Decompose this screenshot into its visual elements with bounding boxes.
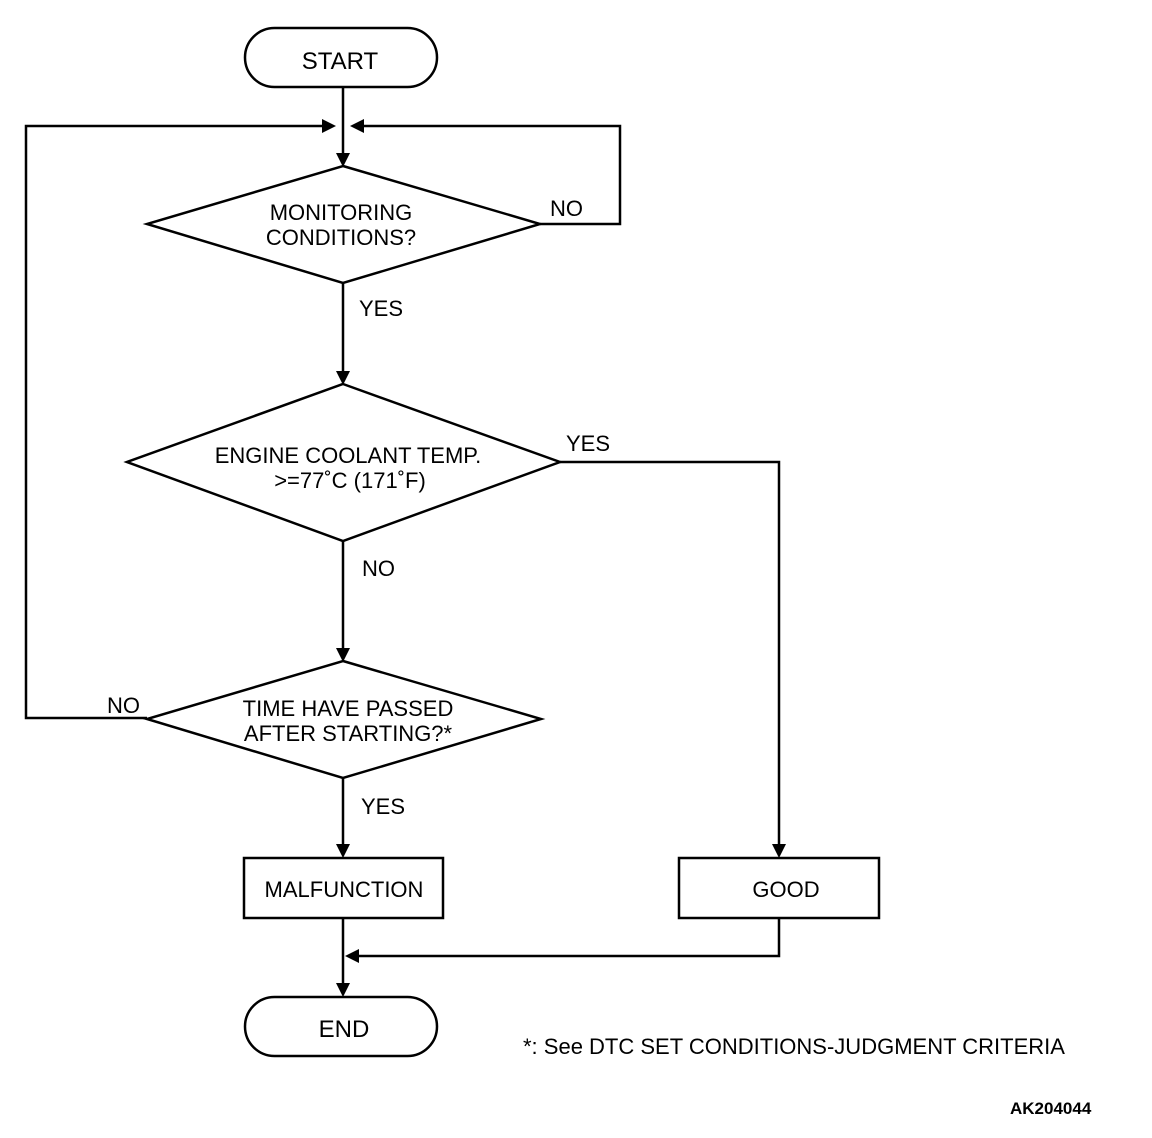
edge-label-coolant-no: NO xyxy=(362,556,395,581)
coolant-label-line1: ENGINE COOLANT TEMP. xyxy=(215,443,482,468)
figure-code: AK204044 xyxy=(1010,1099,1092,1118)
connector-monitoring-no-loop xyxy=(356,124,622,226)
time-label-line1: TIME HAVE PASSED xyxy=(243,696,454,721)
connector-good-to-end xyxy=(355,918,781,958)
monitoring-label-line2: CONDITIONS? xyxy=(266,225,416,250)
arrow-down-coolant xyxy=(336,371,350,385)
connectors xyxy=(24,87,781,986)
connector-coolant-yes xyxy=(560,460,781,848)
arrow-left-end-merge xyxy=(345,949,359,963)
footnote: *: See DTC SET CONDITIONS-JUDGMENT CRITE… xyxy=(523,1034,1065,1059)
good-process: GOOD xyxy=(677,856,881,920)
arrow-down-good xyxy=(772,844,786,858)
end-terminal: END xyxy=(243,995,439,1058)
time-passed-decision: TIME HAVE PASSED AFTER STARTING?* xyxy=(142,659,546,780)
arrow-right-merge xyxy=(322,119,336,133)
arrow-down-monitoring xyxy=(336,153,350,167)
arrow-down-time xyxy=(336,648,350,662)
edge-label-monitoring-no: NO xyxy=(550,196,583,221)
arrowheads xyxy=(322,119,786,997)
edge-label-coolant-yes: YES xyxy=(566,431,610,456)
end-label: END xyxy=(319,1016,370,1043)
coolant-label-line2: >=77˚C (171˚F) xyxy=(274,468,426,493)
monitoring-conditions-decision: MONITORING CONDITIONS? xyxy=(142,164,545,285)
good-label: GOOD xyxy=(752,877,819,902)
coolant-temp-decision: ENGINE COOLANT TEMP. >=77˚C (171˚F) xyxy=(123,382,564,543)
edge-label-time-no: NO xyxy=(107,693,140,718)
time-label-line2: AFTER STARTING?* xyxy=(244,721,453,746)
connector-time-no-loop xyxy=(24,124,330,720)
arrow-down-end xyxy=(336,983,350,997)
edge-label-monitoring-yes: YES xyxy=(359,296,403,321)
edge-label-time-yes: YES xyxy=(361,794,405,819)
malfunction-label: MALFUNCTION xyxy=(265,877,424,902)
monitoring-label-line1: MONITORING xyxy=(270,200,413,225)
arrow-down-malfunction xyxy=(336,844,350,858)
arrow-left-merge xyxy=(350,119,364,133)
start-label: START xyxy=(302,48,379,75)
malfunction-process: MALFUNCTION xyxy=(242,856,445,920)
start-terminal: START xyxy=(243,26,439,89)
